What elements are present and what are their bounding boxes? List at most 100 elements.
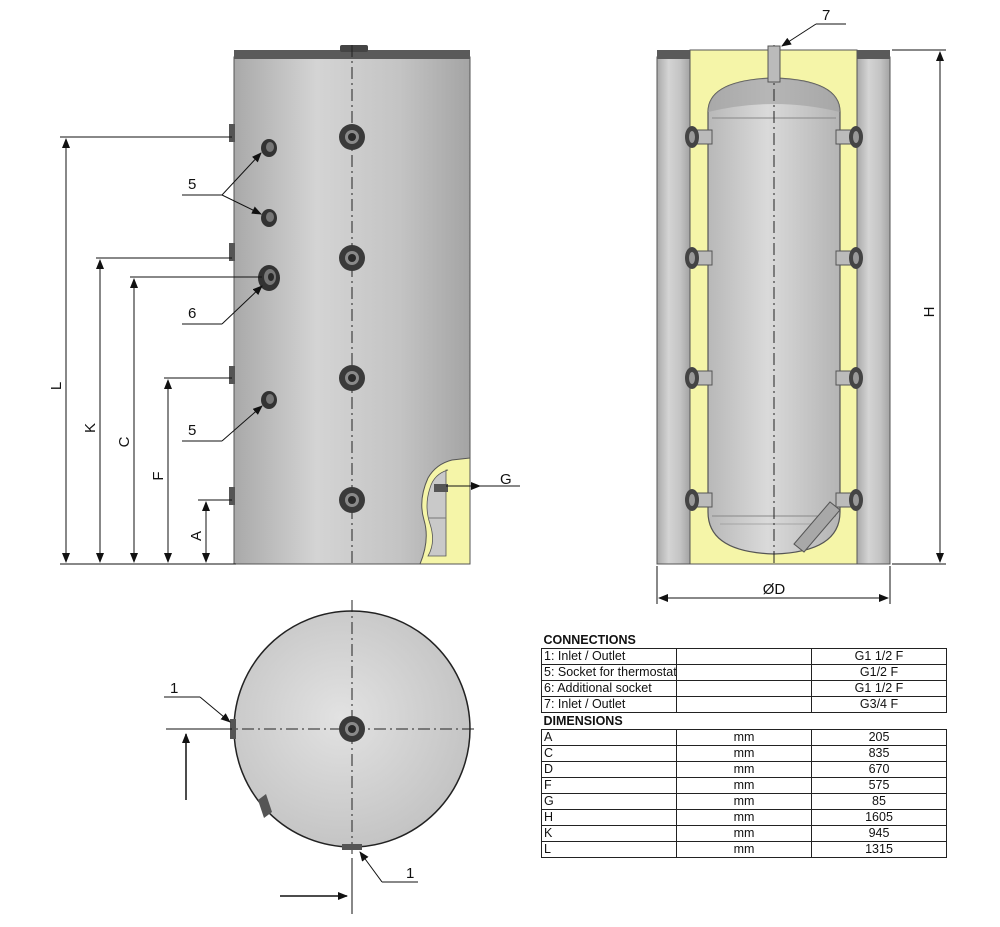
dimension-value: 670 — [811, 761, 947, 778]
connection-value: G3/4 F — [811, 696, 947, 713]
connection-row: 1: Inlet / Outlet G1 1/2 F — [541, 648, 947, 665]
section-outer-left — [656, 56, 691, 565]
dimension-name: K — [541, 825, 677, 842]
bottom-angled-pipe — [793, 501, 841, 553]
top-view-edge-stub — [258, 794, 272, 818]
connection-value: G1 1/2 F — [811, 648, 947, 665]
side-view: 5 6 5 L K C F A G — [48, 45, 520, 565]
connection-name: 7: Inlet / Outlet — [541, 696, 677, 713]
section-nozzle — [835, 367, 863, 389]
callout-6: 6 — [188, 305, 196, 322]
callout-1-left: 1 — [170, 680, 178, 697]
section-nozzle — [835, 126, 863, 148]
section-nozzle — [835, 247, 863, 269]
callout-leader — [199, 696, 231, 723]
dimension-unit: mm — [676, 809, 812, 826]
callout-1-bottom: 1 — [406, 865, 414, 882]
side-socket — [339, 245, 365, 271]
dimension-unit: mm — [676, 841, 812, 858]
callout-leader — [221, 152, 262, 196]
connections-header-row: CONNECTIONS — [541, 632, 947, 649]
side-stub — [229, 487, 235, 505]
connection-name: 1: Inlet / Outlet — [541, 648, 677, 665]
dimensions-title: DIMENSIONS — [541, 712, 947, 730]
side-stub — [229, 366, 235, 384]
side-socket — [339, 365, 365, 391]
dim-label-A: A — [188, 531, 205, 541]
dimension-unit: mm — [676, 793, 812, 810]
dimension-unit: mm — [676, 777, 812, 794]
callout-leader — [781, 23, 817, 47]
dimension-lines — [60, 136, 520, 565]
side-top-fitting — [340, 45, 368, 52]
connection-value: G1 1/2 F — [811, 680, 947, 697]
section-cap-right — [857, 50, 890, 59]
dim-label-H: H — [921, 307, 938, 318]
dimension-value: 945 — [811, 825, 947, 842]
top-view-bottom-stub — [342, 844, 362, 850]
top-view-side-stub — [230, 719, 236, 739]
dimension-name: L — [541, 841, 677, 858]
dimension-name: D — [541, 761, 677, 778]
side-socket — [339, 124, 365, 150]
dimension-name: F — [541, 777, 677, 794]
specs-table: CONNECTIONS 1: Inlet / Outlet G1 1/2 F 5:… — [541, 632, 947, 858]
dim-label-D: ØD — [763, 581, 786, 598]
connection-unit — [676, 648, 812, 665]
section-nozzle — [685, 367, 713, 389]
callout-leader — [221, 194, 262, 215]
dimension-unit: mm — [676, 745, 812, 762]
top-view: 1 1 — [164, 600, 474, 914]
additional-socket — [258, 265, 280, 291]
side-stub — [229, 243, 235, 261]
side-stub — [229, 124, 235, 142]
connection-unit — [676, 680, 812, 697]
dimension-unit: mm — [676, 825, 812, 842]
section-cap-left — [657, 50, 690, 59]
dim-label-L: L — [48, 382, 65, 390]
dimension-unit: mm — [676, 729, 812, 746]
top-inlet-pipe — [767, 45, 781, 83]
connection-name: 6: Additional socket — [541, 680, 677, 697]
dimension-value: 1605 — [811, 809, 947, 826]
section-nozzle — [685, 489, 713, 511]
dim-label-G: G — [500, 471, 512, 488]
dimension-value: 835 — [811, 745, 947, 762]
callout-leader — [359, 851, 383, 883]
section-view: 7 H ØD — [656, 7, 946, 604]
thermostat-socket — [261, 139, 277, 157]
connection-row: 6: Additional socket G1 1/2 F — [541, 680, 947, 697]
callout-5-lower: 5 — [188, 422, 196, 439]
connection-row: 7: Inlet / Outlet G3/4 F — [541, 696, 947, 713]
connection-name: 5: Socket for thermostat — [541, 664, 677, 681]
connection-unit — [676, 664, 812, 681]
side-cutaway-stub — [434, 484, 448, 492]
dim-label-C: C — [116, 436, 133, 447]
section-outer-right — [856, 56, 891, 565]
connection-unit — [676, 696, 812, 713]
section-nozzle — [835, 489, 863, 511]
connections-title: CONNECTIONS — [541, 632, 947, 649]
callout-5-upper: 5 — [188, 176, 196, 193]
callout-leader — [221, 405, 263, 442]
thermostat-socket — [261, 209, 277, 227]
dimension-name: G — [541, 793, 677, 810]
dimension-value: 85 — [811, 793, 947, 810]
callout-7: 7 — [822, 7, 830, 24]
section-nozzle — [685, 126, 713, 148]
dimension-name: C — [541, 745, 677, 762]
side-socket — [339, 487, 365, 513]
dimension-value: 205 — [811, 729, 947, 746]
dimensions-header-row: DIMENSIONS — [541, 712, 947, 730]
dimension-name: H — [541, 809, 677, 826]
dimension-value: 575 — [811, 777, 947, 794]
dim-label-F: F — [150, 471, 167, 480]
